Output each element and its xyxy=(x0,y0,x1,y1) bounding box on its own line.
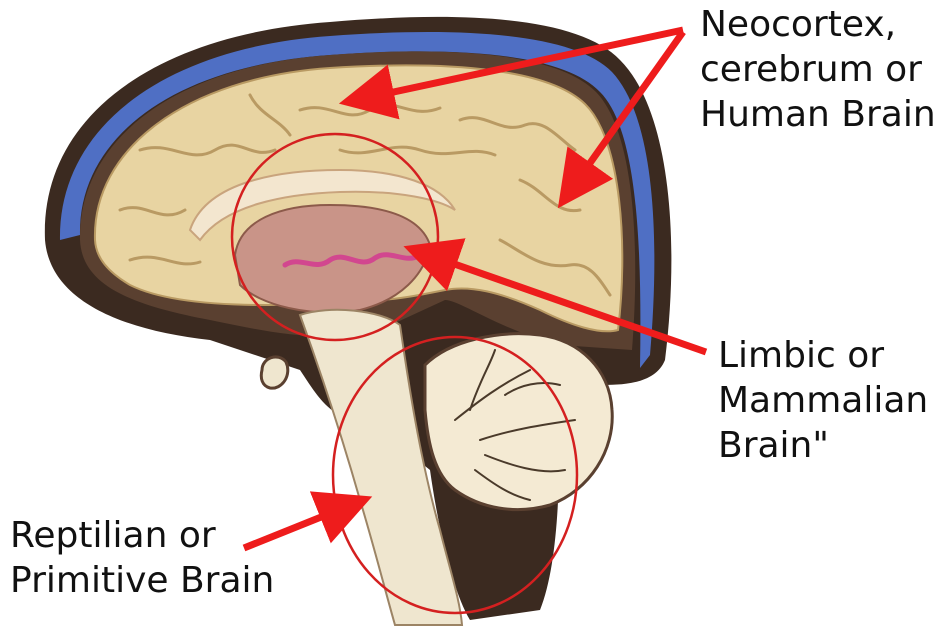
neocortex-label: Neocortex, cerebrum or Human Brain xyxy=(700,2,936,137)
reptilian-label-line-2: Primitive Brain xyxy=(10,558,274,603)
neocortex-label-line-3: Human Brain xyxy=(700,92,936,137)
limbic-label-line-2: Mammalian xyxy=(718,378,928,423)
pituitary xyxy=(261,357,288,388)
reptilian-label: Reptilian or Primitive Brain xyxy=(10,513,274,603)
reptilian-label-line-1: Reptilian or xyxy=(10,513,274,558)
limbic-label-line-3: Brain" xyxy=(718,423,928,468)
limbic-label: Limbic or Mammalian Brain" xyxy=(718,333,928,468)
neocortex-label-line-1: Neocortex, xyxy=(700,2,936,47)
limbic-label-line-1: Limbic or xyxy=(718,333,928,378)
cerebellum xyxy=(425,334,612,510)
neocortex-label-line-2: cerebrum or xyxy=(700,47,936,92)
